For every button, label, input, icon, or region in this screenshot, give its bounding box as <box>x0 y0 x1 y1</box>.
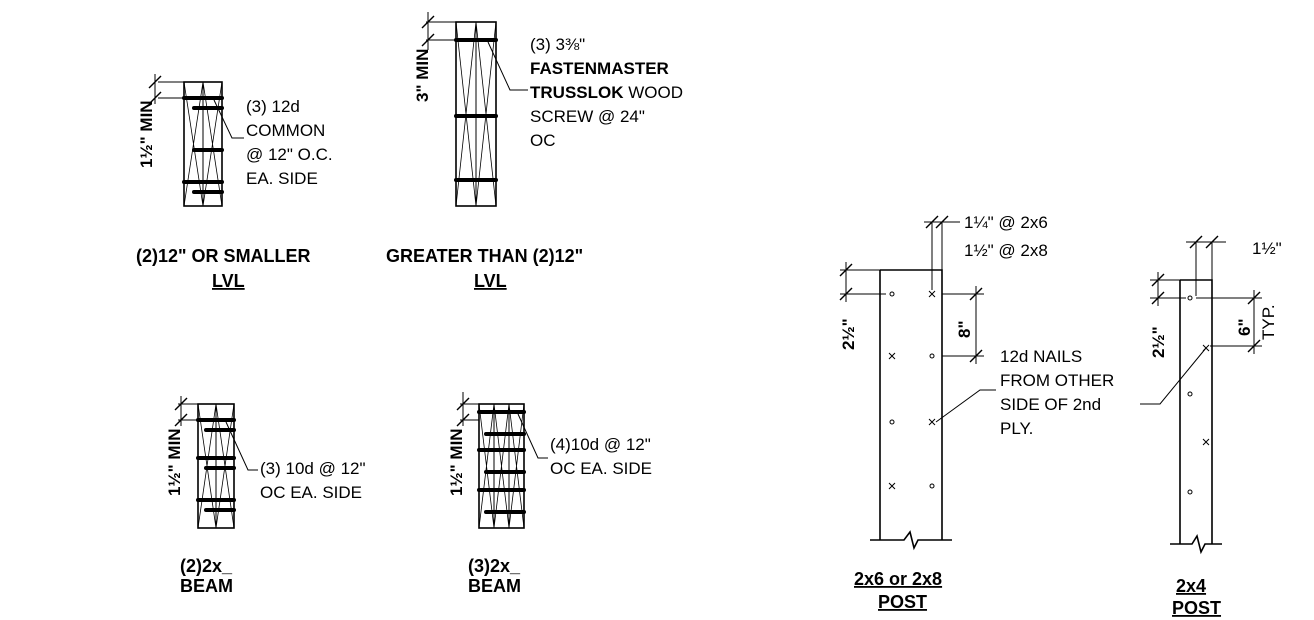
beam-3x-caption: (3)2x_ <box>468 556 521 576</box>
beam-2x-note-1: (3) 10d @ 12" <box>260 459 366 478</box>
post-2x6-nails <box>888 290 936 490</box>
beam-2x-sub: BEAM <box>180 576 233 596</box>
post-2x6-note-2: FROM OTHER <box>1000 371 1114 390</box>
lvl-large-dim: 3" MIN <box>413 49 432 102</box>
post-2x6-dim-spacing: 8" <box>955 320 974 338</box>
post-2x6-note-4: PLY. <box>1000 419 1033 438</box>
beam-3x-detail: 1½" MIN (4)10d @ 12" OC EA. SIDE (3)2x_ … <box>447 392 652 596</box>
beam-2x-detail: 1½" MIN (3) 10d @ 12" OC EA. SIDE (2)2x_… <box>165 396 366 596</box>
lvl-small-sub: LVL <box>212 271 245 291</box>
lvl-large-detail: 3" MIN (3) 3⅜" FASTENMASTER TRUSSLOK WOO… <box>386 12 683 291</box>
lvl-small-note-3: @ 12" O.C. <box>246 145 333 164</box>
lvl-large-caption: GREATER THAN (2)12" <box>386 246 583 266</box>
beam-3x-note-1: (4)10d @ 12" <box>550 435 651 454</box>
lvl-large-note-3b: WOOD <box>624 83 684 102</box>
post-2x4-caption: 2x4 <box>1176 576 1206 596</box>
post-2x4-dim-typ: TYP. <box>1259 304 1278 340</box>
post-2x6-caption: 2x6 or 2x8 <box>854 569 942 589</box>
post-2x6-note-3: SIDE OF 2nd <box>1000 395 1101 414</box>
post-2x6-detail: 1¼" @ 2x6 1½" @ 2x8 2½" 8" 12d NAILS FRO… <box>839 213 1114 612</box>
lvl-large-note-1: (3) 3⅜" <box>530 35 585 54</box>
post-2x4-nails <box>1187 295 1210 495</box>
lvl-large-note-2: FASTENMASTER <box>530 59 669 78</box>
lvl-large-note-3: TRUSSLOK WOOD <box>530 83 683 102</box>
post-2x4-dim-edge: 2½" <box>1149 326 1168 358</box>
lvl-small-dim: 1½" MIN <box>137 100 156 168</box>
post-2x4-dim-spacing: 6" <box>1235 318 1254 336</box>
lvl-large-sub: LVL <box>474 271 507 291</box>
beam-3x-sub: BEAM <box>468 576 521 596</box>
lvl-large-note-5: OC <box>530 131 556 150</box>
post-2x4-member <box>1179 279 1213 544</box>
lvl-large-note-3a: TRUSSLOK <box>530 83 624 102</box>
beam-3x-note-2: OC EA. SIDE <box>550 459 652 478</box>
lvl-small-note-2: COMMON <box>246 121 325 140</box>
post-2x4-detail: 1½" 2½" 6" TYP. 2x4 POST <box>1140 235 1282 618</box>
lvl-small-note-4: EA. SIDE <box>246 169 318 188</box>
lvl-small-note-1: (3) 12d <box>246 97 300 116</box>
post-2x6-sub: POST <box>878 592 927 612</box>
lvl-small-caption: (2)12" OR SMALLER <box>136 246 311 266</box>
beam-2x-caption: (2)2x_ <box>180 556 233 576</box>
post-2x6-dim-top-1: 1¼" @ 2x6 <box>964 213 1048 232</box>
beam-3x-dim: 1½" MIN <box>447 428 466 496</box>
beam-3x-member <box>478 403 525 529</box>
post-2x6-note-1: 12d NAILS <box>1000 347 1082 366</box>
post-2x6-dim-top-2: 1½" @ 2x8 <box>964 241 1048 260</box>
beam-2x-dim: 1½" MIN <box>165 428 184 496</box>
beam-2x-note-2: OC EA. SIDE <box>260 483 362 502</box>
post-2x4-sub: POST <box>1172 598 1221 618</box>
post-2x6-member <box>879 269 943 540</box>
post-2x4-dim-top: 1½" <box>1252 239 1282 258</box>
lvl-small-detail: 1½" MIN (3) 12d COMMON @ 12" O.C. EA. SI… <box>136 74 333 291</box>
lvl-large-note-4: SCREW @ 24" <box>530 107 645 126</box>
post-2x6-dim-edge: 2½" <box>839 318 858 350</box>
